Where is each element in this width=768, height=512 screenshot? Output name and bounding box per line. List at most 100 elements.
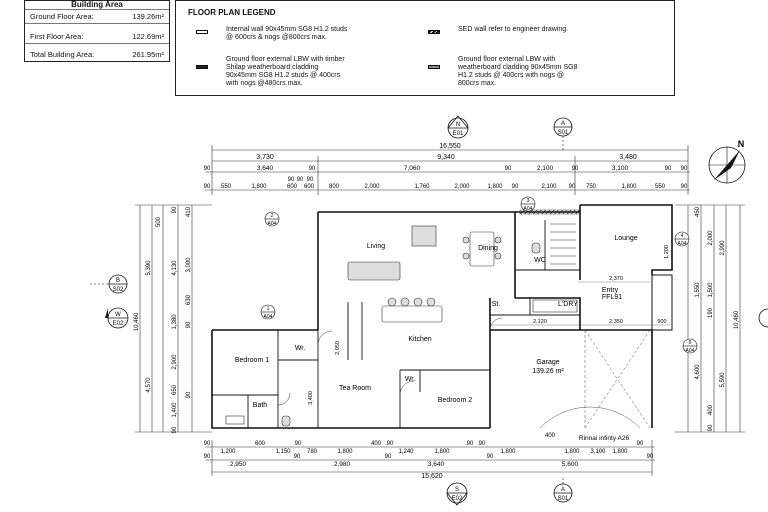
dim-bot-r1-15: 1,800	[564, 449, 580, 455]
room-garage-area: 139.26 m²	[532, 368, 564, 375]
section-tag-a-s01-top: A S01	[553, 117, 573, 150]
door-swings	[277, 317, 503, 406]
dim-bot-r1-11: 90	[467, 441, 474, 447]
dim-right-3: 1,500	[708, 282, 714, 298]
tag-c3-top: 3	[527, 198, 530, 204]
dim-top-r4a-0: 90	[288, 177, 295, 183]
ground-floor-label: Ground Floor Area:	[30, 12, 94, 21]
dim-top-r4-3: 600	[287, 184, 298, 190]
dim-top-overall: 16,550	[439, 143, 461, 150]
bath-toilet	[281, 415, 291, 427]
room-entry-level: FFL91	[602, 294, 622, 301]
section-tag-a-s01-bottom: A S01	[553, 478, 573, 503]
building-walls	[211, 204, 673, 429]
dim-left-1: 410	[186, 206, 192, 217]
dim-bot-r1-10: 1,800	[434, 449, 450, 455]
callout-3-a04: 3 A04	[520, 196, 536, 212]
laundry-bench	[532, 299, 578, 313]
dim-bot-r1-9: 1,240	[398, 449, 414, 455]
dim-top-r4-10: 90	[512, 184, 519, 190]
dim-bot-r1-17: 90	[637, 441, 644, 447]
dim-inner-5: 2,050	[335, 341, 341, 355]
dim-right-6: 190	[708, 307, 714, 318]
dim-inner-0: 2,370	[609, 276, 623, 282]
dim-top-r3-7: 3,100	[612, 165, 629, 172]
dim-bot-r1-14: 400	[545, 433, 556, 439]
tag-c1-bot: A04	[264, 314, 273, 320]
room-kitchen: Kitchen	[408, 336, 431, 343]
dim-top-r3-1: 3,640	[257, 165, 274, 172]
garage-door-lines	[584, 329, 651, 429]
tag-c4-top: 4	[681, 233, 684, 239]
dim-top-seg-3: 3,480	[619, 154, 637, 161]
dim-top-r4-2: 1,800	[251, 184, 267, 190]
ground-floor-value: 139.26m²	[132, 12, 164, 21]
dim-top-r4-6: 2,000	[364, 184, 380, 190]
dim-top-r3-2: 90	[309, 166, 316, 172]
dim-left-6: 10,460	[134, 312, 140, 331]
dim-bot-r1-12: 90	[479, 441, 486, 447]
dim-bot-r1-16: 1,800	[612, 449, 628, 455]
rinnai-note: Rinnai infinty A26	[579, 435, 630, 442]
dim-left-12: 650	[172, 384, 178, 395]
dim-left-8: 1,380	[172, 314, 178, 330]
section-tag-w-e02: W E02	[105, 307, 129, 329]
dim-bot-r2-3: 2,980	[334, 461, 351, 468]
room-bedroom-2: Bedroom 2	[438, 397, 472, 404]
dim-bot-r2-4: 90	[385, 454, 392, 460]
dim-left-9: 90	[186, 321, 192, 328]
dim-top-r3-0: 90	[204, 166, 211, 172]
inner-dimension-lines	[490, 281, 670, 326]
dim-top-r4-15: 550	[655, 184, 666, 190]
left-dimension-lines	[135, 204, 212, 433]
tag-s-bot: E02	[452, 496, 463, 502]
dim-top-seg-2: 9,340	[437, 154, 455, 161]
callout-2-a04: 2 A04	[264, 211, 280, 227]
dim-top-r3-8: 90	[665, 166, 672, 172]
room-entry: Entry	[602, 287, 619, 294]
sed-wall-symbol	[428, 30, 440, 34]
dim-top-r4a-1: 90	[297, 177, 304, 183]
garage-door-arc	[539, 406, 641, 429]
stairs	[550, 223, 576, 265]
dim-top-r4-9: 1,800	[487, 184, 503, 190]
tag-a2-top: A	[561, 487, 565, 493]
dim-left-10: 4,570	[146, 377, 152, 393]
dim-bot-r1-8: 90	[387, 441, 394, 447]
dim-top-r4-11: 2,100	[541, 184, 557, 190]
tag-c2-top: 2	[271, 213, 274, 219]
dim-left-15: 90	[172, 426, 178, 433]
tag-b-bot: S02	[113, 287, 124, 293]
tag-w-top: W	[115, 312, 121, 318]
dining-table	[469, 231, 495, 267]
tag-a1-top: A	[561, 121, 565, 127]
tag-c3-bot: A04	[524, 206, 533, 212]
first-floor-value: 122.69m²	[132, 32, 164, 41]
dim-top-r4-16: 90	[681, 184, 688, 190]
tag-c1-top: 1	[267, 306, 270, 312]
dim-bot-overall: 15,620	[421, 473, 443, 480]
dim-bot-r1-0: 90	[204, 441, 211, 447]
room-tea-room: Tea Room	[339, 385, 371, 392]
section-tag-right-partial	[758, 308, 768, 328]
floor-plan-drawing: 16,550 3,730 9,340 3,480 90 3,640 90 7,0…	[90, 115, 768, 506]
building-area-table: Building Area Ground Floor Area: 139.26m…	[24, 0, 170, 62]
dim-inner-2: 900	[657, 319, 666, 325]
dim-top-r3-4: 90	[505, 166, 512, 172]
ground-floor-area-row: Ground Floor Area: 139.26m²	[25, 9, 169, 23]
dim-bot-r2-2: 90	[294, 454, 301, 460]
dim-top-r4-7: 1,760	[414, 184, 430, 190]
room-lounge: Lounge	[614, 235, 637, 242]
dim-inner-6: 3,400	[308, 391, 314, 405]
total-area-value: 261.95m²	[132, 50, 164, 59]
building-area-title: Building Area	[71, 0, 123, 9]
floor-plan-legend: FLOOR PLAN LEGEND Internal wall 90x45mm …	[175, 0, 675, 96]
bottom-dimension-lines	[205, 440, 655, 476]
dim-top-r4-4: 600	[304, 184, 315, 190]
callout-4-a04: 4 A04	[674, 231, 690, 247]
dim-left-3: 4,130	[172, 260, 178, 276]
dim-bot-r2-1: 2,950	[230, 461, 247, 468]
dim-top-r3-6: 90	[572, 166, 579, 172]
dim-left-2: 90	[172, 206, 178, 213]
room-store: St.	[492, 301, 501, 308]
